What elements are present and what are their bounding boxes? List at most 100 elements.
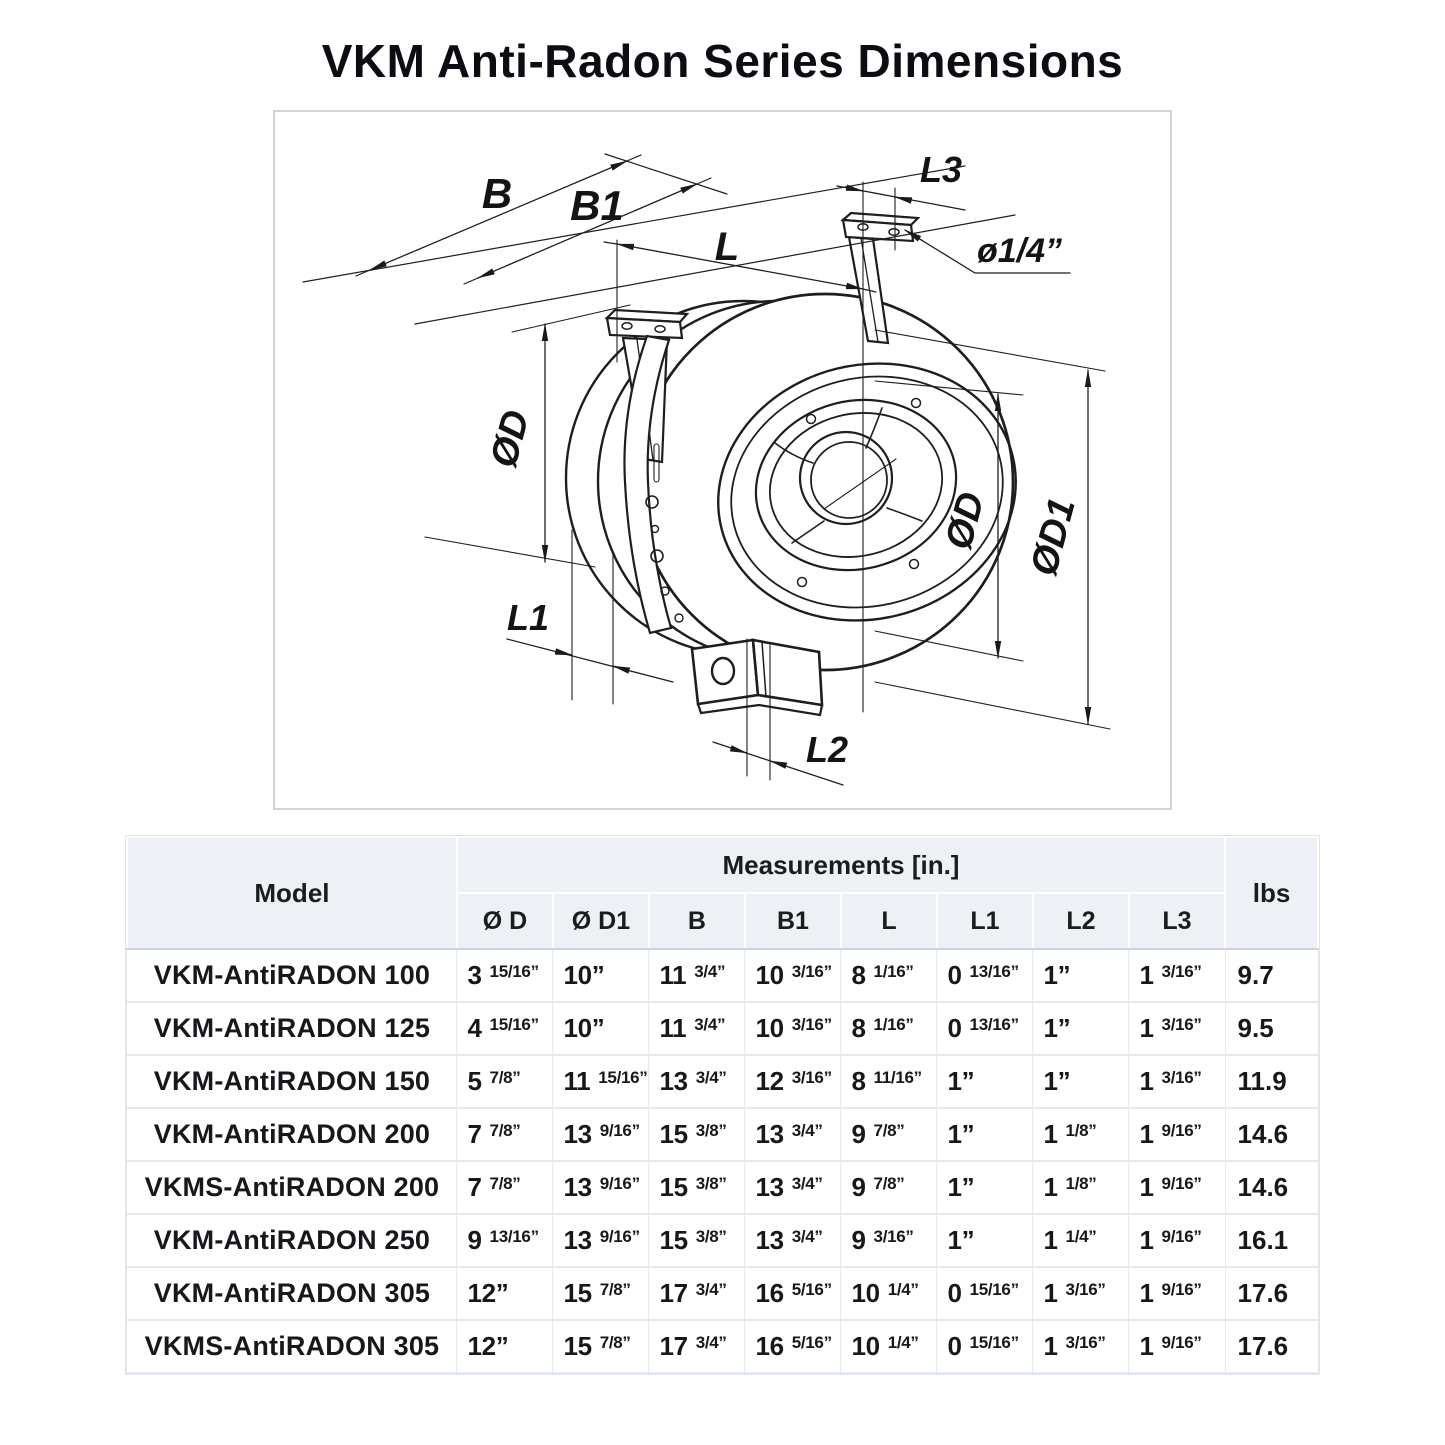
value-cell: 9 3/16” <box>840 1213 938 1267</box>
value-cell: 0 15/16” <box>936 1266 1034 1320</box>
col-header-l2: L2 <box>1031 892 1130 950</box>
value-cell: 15 7/8” <box>552 1319 650 1374</box>
value-cell: 9 13/16” <box>456 1213 554 1267</box>
value-cell: 7 7/8” <box>456 1107 554 1161</box>
value-cell: 11 15/16” <box>552 1054 650 1108</box>
lbs-cell: 16.1 <box>1224 1213 1319 1267</box>
model-header: Model <box>125 836 458 950</box>
value-cell: 10 1/4” <box>840 1266 938 1320</box>
value-cell: 1 1/8” <box>1032 1160 1130 1214</box>
col-header-b1: B1 <box>743 892 842 950</box>
value-cell: 1 3/16” <box>1032 1266 1130 1320</box>
value-cell: 12” <box>456 1319 554 1374</box>
dim-label-b: B <box>482 170 512 217</box>
model-cell: VKM-AntiRADON 100 <box>126 948 458 1002</box>
model-cell: VKM-AntiRADON 125 <box>126 1001 458 1055</box>
value-cell: 7 7/8” <box>456 1160 554 1214</box>
value-cell: 9 7/8” <box>840 1107 938 1161</box>
lbs-header: lbs <box>1224 836 1320 950</box>
value-cell: 10 1/4” <box>840 1319 938 1374</box>
value-cell: 12” <box>456 1266 554 1320</box>
value-cell: 1 3/16” <box>1128 948 1226 1002</box>
value-cell: 1 1/8” <box>1032 1107 1130 1161</box>
value-cell: 0 15/16” <box>936 1319 1034 1374</box>
value-cell: 4 15/16” <box>456 1001 554 1055</box>
lbs-cell: 11.9 <box>1224 1054 1319 1108</box>
value-cell: 1 3/16” <box>1128 1054 1226 1108</box>
col-header-d1: Ø D1 <box>551 892 650 950</box>
value-cell: 11 3/4” <box>648 948 746 1002</box>
value-cell: 13 3/4” <box>744 1213 842 1267</box>
value-cell: 1 1/4” <box>1032 1213 1130 1267</box>
fan-illustration <box>564 211 1017 717</box>
model-cell: VKMS-AntiRADON 305 <box>126 1319 458 1374</box>
dim-label-d-left: ØD <box>483 406 538 472</box>
value-cell: 8 1/16” <box>840 948 938 1002</box>
lbs-cell: 9.7 <box>1224 948 1319 1002</box>
value-cell: 13 3/4” <box>648 1054 746 1108</box>
value-cell: 13 3/4” <box>744 1107 842 1161</box>
model-cell: VKM-AntiRADON 150 <box>126 1054 458 1108</box>
value-cell: 17 3/4” <box>648 1266 746 1320</box>
value-cell: 15 3/8” <box>648 1213 746 1267</box>
value-cell: 1” <box>936 1107 1034 1161</box>
value-cell: 8 1/16” <box>840 1001 938 1055</box>
col-header-l1: L1 <box>935 892 1034 950</box>
value-cell: 1 9/16” <box>1128 1266 1226 1320</box>
value-cell: 17 3/4” <box>648 1319 746 1374</box>
value-cell: 1 9/16” <box>1128 1319 1226 1374</box>
value-cell: 10 3/16” <box>744 948 842 1002</box>
lbs-cell: 9.5 <box>1224 1001 1319 1055</box>
value-cell: 13 3/4” <box>744 1160 842 1214</box>
value-cell: 15 7/8” <box>552 1266 650 1320</box>
lbs-cell: 14.6 <box>1224 1107 1319 1161</box>
dim-label-l3: L3 <box>920 149 962 190</box>
value-cell: 15 3/8” <box>648 1107 746 1161</box>
value-cell: 1” <box>1032 1001 1130 1055</box>
value-cell: 1” <box>936 1213 1034 1267</box>
value-cell: 1” <box>936 1160 1034 1214</box>
model-cell: VKM-AntiRADON 200 <box>126 1107 458 1161</box>
value-cell: 10” <box>552 948 650 1002</box>
model-cell: VKM-AntiRADON 305 <box>126 1266 458 1320</box>
value-cell: 10 3/16” <box>744 1001 842 1055</box>
value-cell: 10” <box>552 1001 650 1055</box>
value-cell: 1 9/16” <box>1128 1213 1226 1267</box>
value-cell: 1 3/16” <box>1128 1001 1226 1055</box>
fan-dimensions-diagram: B B1 L L3 ø1/4” ØD ØD ØD1 L1 L2 <box>273 110 1172 810</box>
value-cell: 9 7/8” <box>840 1160 938 1214</box>
dim-label-l2: L2 <box>806 729 848 770</box>
value-cell: 1” <box>1032 948 1130 1002</box>
value-cell: 0 13/16” <box>936 1001 1034 1055</box>
col-header-l: L <box>839 892 938 950</box>
value-cell: 5 7/8” <box>456 1054 554 1108</box>
model-cell: VKM-AntiRADON 250 <box>126 1213 458 1267</box>
measurements-header: Measurements [in.] <box>455 836 1227 894</box>
fan-diagram-svg: B B1 L L3 ø1/4” ØD ØD ØD1 L1 L2 <box>302 149 1111 786</box>
col-header-d: Ø D <box>455 892 554 950</box>
value-cell: 13 9/16” <box>552 1160 650 1214</box>
dim-label-d1: ØD1 <box>1023 494 1084 580</box>
dimension-lines <box>302 153 1111 786</box>
value-cell: 16 5/16” <box>744 1266 842 1320</box>
value-cell: 1” <box>936 1054 1034 1108</box>
dim-label-l1: L1 <box>507 597 549 638</box>
value-cell: 16 5/16” <box>744 1319 842 1374</box>
value-cell: 1 9/16” <box>1128 1107 1226 1161</box>
value-cell: 3 15/16” <box>456 948 554 1002</box>
value-cell: 1” <box>1032 1054 1130 1108</box>
value-cell: 1 3/16” <box>1032 1319 1130 1374</box>
value-cell: 15 3/8” <box>648 1160 746 1214</box>
lbs-cell: 17.6 <box>1224 1319 1319 1374</box>
col-header-l3: L3 <box>1127 892 1227 950</box>
col-header-b: B <box>647 892 746 950</box>
